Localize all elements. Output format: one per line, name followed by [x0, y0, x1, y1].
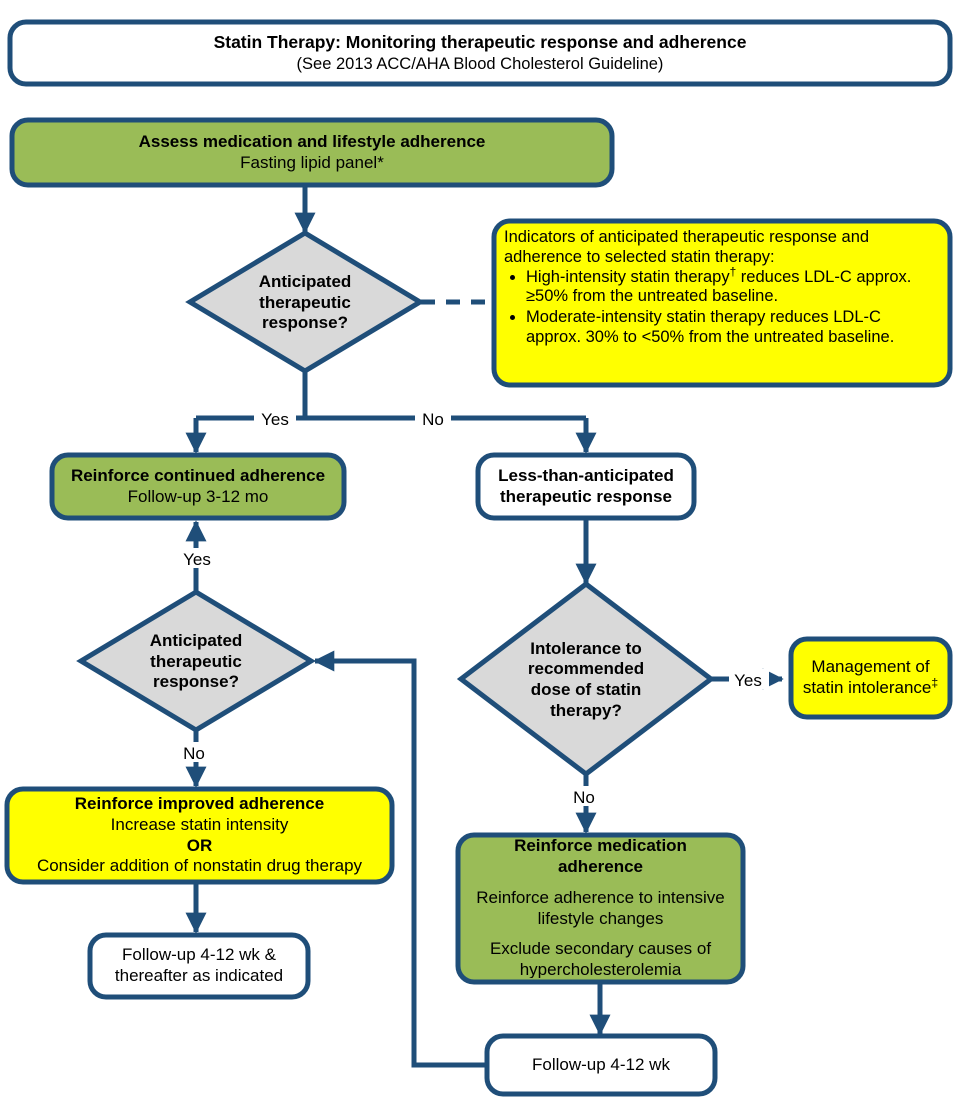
assess-detail: Fasting lipid panel*	[240, 152, 384, 172]
decision1-line2: therapeutic	[259, 292, 351, 312]
page-subtitle: (See 2013 ACC/AHA Blood Cholesterol Guid…	[296, 54, 664, 73]
edge-label-decision3-yes: Yes	[734, 671, 762, 690]
node-reinforce-medication-adherence[interactable]: Reinforce medication adherence Reinforce…	[455, 832, 746, 985]
edge-label-decision2-yes: Yes	[183, 550, 211, 569]
node-less-than-anticipated-response[interactable]: Less-than-anticipated therapeutic respon…	[475, 452, 697, 521]
decision3-line3: dose of statin	[530, 680, 642, 699]
reinforce-med-title-line1: Reinforce medication	[514, 839, 687, 856]
node-followup-left[interactable]: Follow-up 4-12 wk & thereafter as indica…	[87, 932, 311, 1000]
indicators-bullet-2: Moderate-intensity statin therapy reduce…	[526, 308, 940, 348]
edge-followup-bottom-loopback-to-decision2	[313, 650, 487, 1068]
label-bg-no-2	[176, 742, 212, 762]
decision3-line2: recommended	[527, 659, 645, 679]
reinforce-improved-line4: Consider addition of nonstatin drug ther…	[36, 856, 363, 876]
decision2-line1: Anticipated	[149, 630, 243, 650]
followup-bottom-line1: Follow-up 4-12 wk	[532, 1054, 670, 1074]
decision2-line3: response?	[153, 672, 239, 692]
decision1-line1: Anticipated	[258, 271, 352, 291]
title-banner: Statin Therapy: Monitoring therapeutic r…	[7, 19, 953, 87]
node-management-statin-intolerance[interactable]: Management of statin intolerance‡	[788, 636, 953, 720]
assess-title: Assess medication and lifestyle adherenc…	[138, 131, 486, 151]
decision3-line4: therapy?	[550, 700, 622, 720]
decision2-line2: therapeutic	[150, 651, 242, 671]
reinforce-med-line6: hypercholesterolemia	[519, 959, 682, 978]
decision3-line1: Intolerance to	[530, 638, 642, 658]
decision1-line3: response?	[262, 313, 348, 333]
node-assess-adherence[interactable]: Assess medication and lifestyle adherenc…	[9, 117, 615, 188]
indicators-bullet-1: High-intensity statin therapy† reduces L…	[526, 265, 940, 308]
management-line2-text: statin intolerance	[802, 678, 932, 697]
indicators-intro-line1: Indicators of anticipated therapeutic re…	[504, 228, 870, 246]
edge-label-decision3-no: No	[573, 788, 595, 807]
label-bg-yes-1	[254, 408, 296, 428]
management-line1: Management of	[811, 657, 930, 677]
label-bg-no-3	[566, 786, 602, 806]
label-bg-no-1	[415, 408, 451, 428]
bullet1-text-b: reduces LDL-C approx. ≥50% from the untr…	[526, 267, 912, 306]
dagger-symbol: †	[729, 264, 737, 279]
node-reinforce-improved-adherence[interactable]: Reinforce improved adherence Increase st…	[4, 786, 395, 885]
reinforce-continued-detail: Follow-up 3-12 mo	[127, 486, 269, 506]
reinforce-med-line4: lifestyle changes	[537, 908, 664, 928]
edge-label-decision1-yes: Yes	[261, 410, 289, 429]
indicators-intro-line2: adherence to selected statin therapy:	[504, 247, 775, 266]
double-dagger-symbol: ‡	[931, 675, 939, 690]
node-followup-bottom[interactable]: Follow-up 4-12 wk	[484, 1033, 718, 1097]
edge-label-decision2-no: No	[183, 744, 205, 763]
page-title: Statin Therapy: Monitoring therapeutic r…	[213, 32, 747, 53]
reinforce-med-line5: Exclude secondary causes of	[489, 939, 712, 959]
node-decision-anticipated-response-1[interactable]: Anticipated therapeutic response?	[185, 230, 425, 374]
followup-left-line1: Follow-up 4-12 wk &	[121, 945, 276, 965]
less-than-anticipated-line1: Less-than-anticipated	[498, 465, 674, 485]
node-decision-statin-intolerance[interactable]: Intolerance to recommended dose of stati…	[456, 580, 716, 778]
label-bg-yes-3	[729, 669, 769, 689]
less-than-anticipated-line2: therapeutic response	[500, 486, 672, 506]
reinforce-continued-title: Reinforce continued adherence	[70, 465, 326, 485]
reinforce-improved-title: Reinforce improved adherence	[74, 794, 325, 814]
node-decision-anticipated-response-2[interactable]: Anticipated therapeutic response?	[76, 589, 316, 733]
reinforce-med-title-line2: adherence	[557, 857, 644, 877]
followup-left-line2: thereafter as indicated	[114, 966, 284, 985]
management-line2: statin intolerance‡	[802, 675, 939, 699]
reinforce-med-line3: Reinforce adherence to intensive	[476, 887, 725, 907]
edge-label-decision1-no: No	[422, 410, 444, 429]
bullet1-text-a: High-intensity statin therapy	[526, 267, 730, 286]
reinforce-improved-or: OR	[186, 835, 213, 855]
node-reinforce-continued-adherence[interactable]: Reinforce continued adherence Follow-up …	[49, 452, 347, 521]
label-bg-yes-2	[176, 548, 218, 568]
node-indicators-info[interactable]: Indicators of anticipated therapeutic re…	[491, 218, 953, 388]
reinforce-improved-line2: Increase statin intensity	[110, 814, 289, 834]
